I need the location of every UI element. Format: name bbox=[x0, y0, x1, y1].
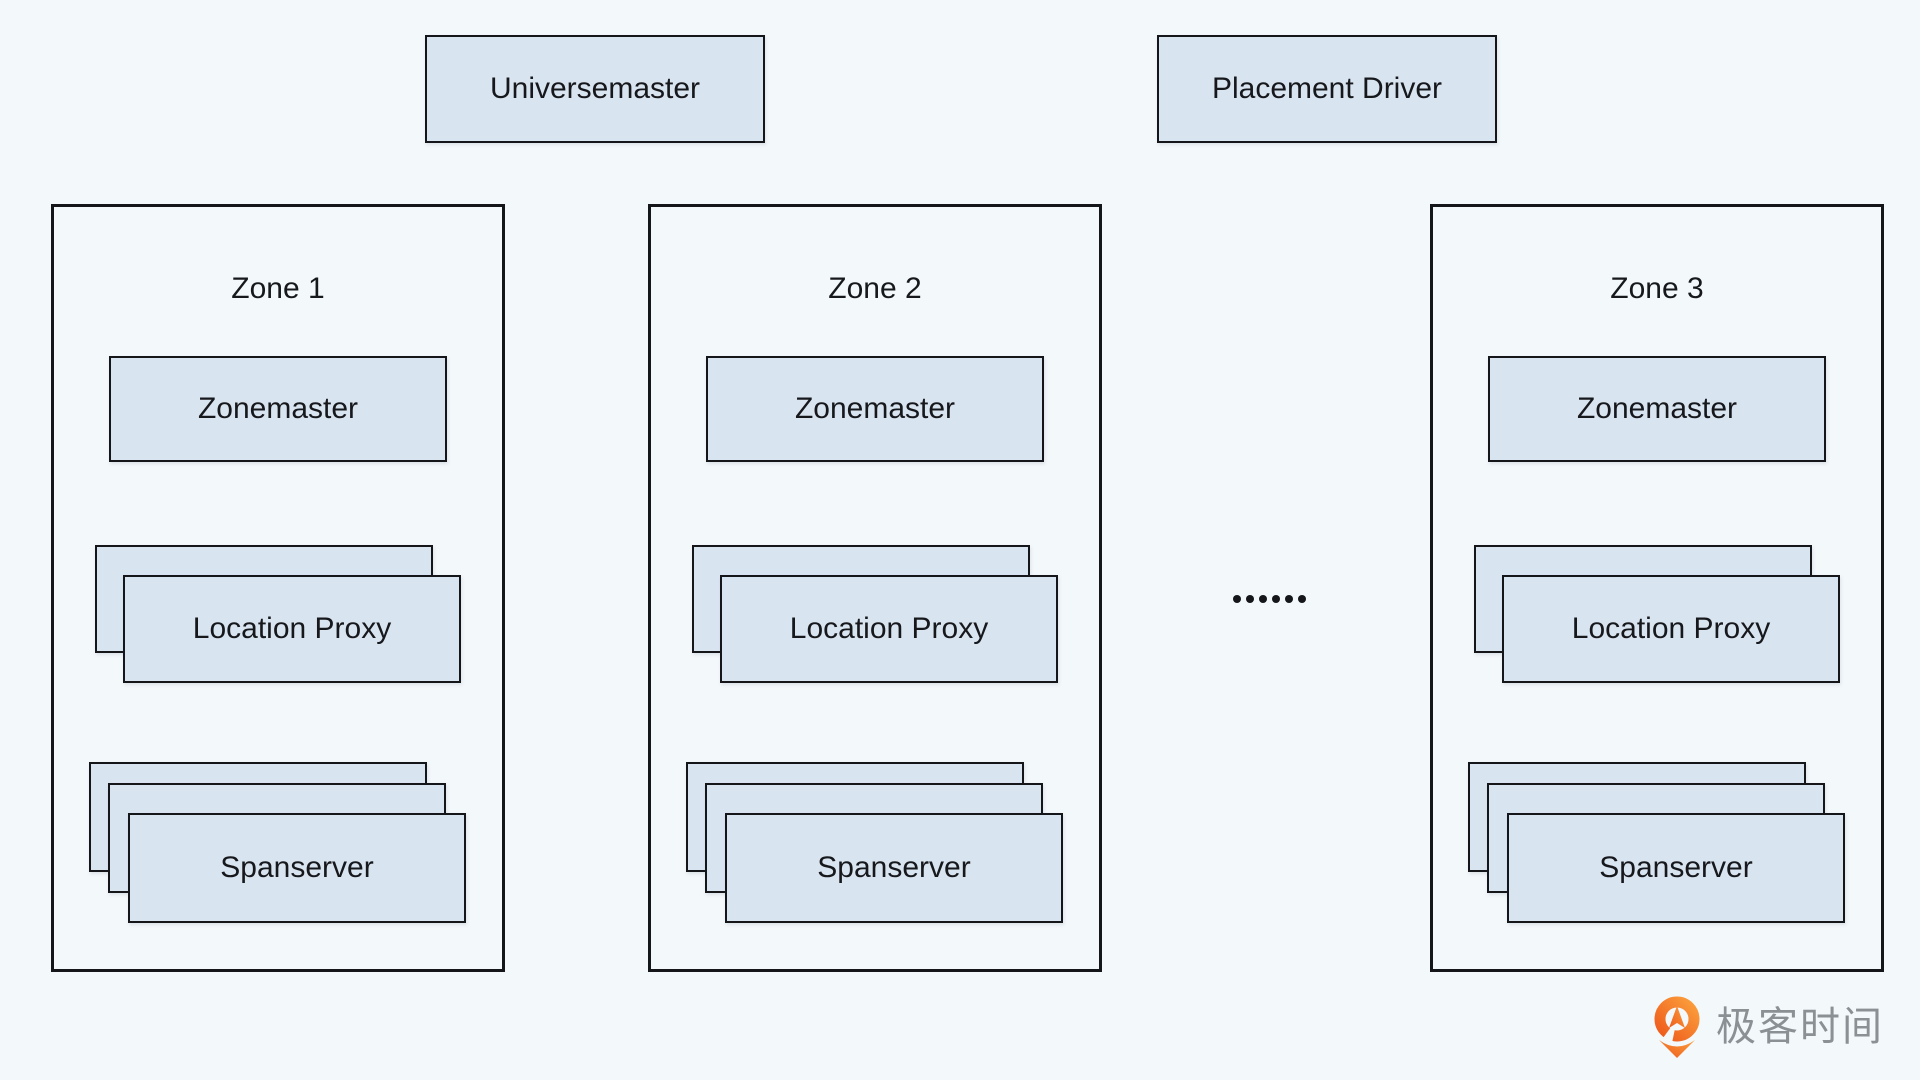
zone-1-spanserver-label: Spanserver bbox=[220, 851, 374, 884]
universemaster-label: Universemaster bbox=[489, 72, 701, 105]
geektime-pin-icon bbox=[1654, 996, 1700, 1058]
ellipsis-dot bbox=[1233, 595, 1241, 603]
zone-1-location-proxy-front-card: Location Proxy bbox=[123, 575, 461, 683]
zone-3-zonemaster-label: Zonemaster bbox=[1576, 392, 1738, 425]
zone-2-location-proxy-front-card: Location Proxy bbox=[720, 575, 1058, 683]
ellipsis-dot bbox=[1246, 595, 1254, 603]
zone-1-title: Zone 1 bbox=[231, 272, 325, 305]
ellipsis-dot bbox=[1272, 595, 1280, 603]
zone-2-title: Zone 2 bbox=[828, 272, 922, 305]
zone-1-container: Zone 1 Zonemaster Location Proxy Spanser… bbox=[51, 204, 505, 972]
zone-2-spanserver-stack: Spanserver bbox=[686, 762, 1066, 926]
zone-3-container: Zone 3 Zonemaster Location Proxy Spanser… bbox=[1430, 204, 1884, 972]
zone-2-spanserver-label: Spanserver bbox=[817, 851, 971, 884]
ellipsis-dot bbox=[1285, 595, 1293, 603]
zone-1-location-proxy-stack: Location Proxy bbox=[95, 545, 465, 685]
zone-2-location-proxy-stack: Location Proxy bbox=[692, 545, 1062, 685]
zone-2-zonemaster-box: Zonemaster bbox=[706, 356, 1044, 462]
zone-2-spanserver-front-card: Spanserver bbox=[725, 813, 1063, 923]
zone-2-zonemaster-label: Zonemaster bbox=[794, 392, 956, 425]
zone-3-title: Zone 3 bbox=[1610, 272, 1704, 305]
zone-3-spanserver-front-card: Spanserver bbox=[1507, 813, 1845, 923]
zone-2-location-proxy-label: Location Proxy bbox=[789, 612, 989, 645]
placement-driver-box: Placement Driver bbox=[1157, 35, 1497, 143]
ellipsis-dots bbox=[1233, 595, 1306, 603]
zone-1-zonemaster-box: Zonemaster bbox=[109, 356, 447, 462]
ellipsis-dot bbox=[1259, 595, 1267, 603]
brand-logo: 极客时间 bbox=[1652, 996, 1884, 1058]
zone-1-zonemaster-label: Zonemaster bbox=[197, 392, 359, 425]
zone-2-container: Zone 2 Zonemaster Location Proxy Spanser… bbox=[648, 204, 1102, 972]
zone-1-spanserver-stack: Spanserver bbox=[89, 762, 469, 926]
zone-3-location-proxy-label: Location Proxy bbox=[1571, 612, 1771, 645]
brand-text: 极客时间 bbox=[1716, 1005, 1884, 1049]
zone-3-spanserver-label: Spanserver bbox=[1599, 851, 1753, 884]
zone-1-location-proxy-label: Location Proxy bbox=[192, 612, 392, 645]
zone-1-spanserver-front-card: Spanserver bbox=[128, 813, 466, 923]
zone-3-location-proxy-front-card: Location Proxy bbox=[1502, 575, 1840, 683]
zone-3-zonemaster-box: Zonemaster bbox=[1488, 356, 1826, 462]
zone-3-location-proxy-stack: Location Proxy bbox=[1474, 545, 1844, 685]
zone-3-spanserver-stack: Spanserver bbox=[1468, 762, 1848, 926]
placement-driver-label: Placement Driver bbox=[1211, 72, 1443, 105]
universemaster-box: Universemaster bbox=[425, 35, 765, 143]
ellipsis-dot bbox=[1298, 595, 1306, 603]
